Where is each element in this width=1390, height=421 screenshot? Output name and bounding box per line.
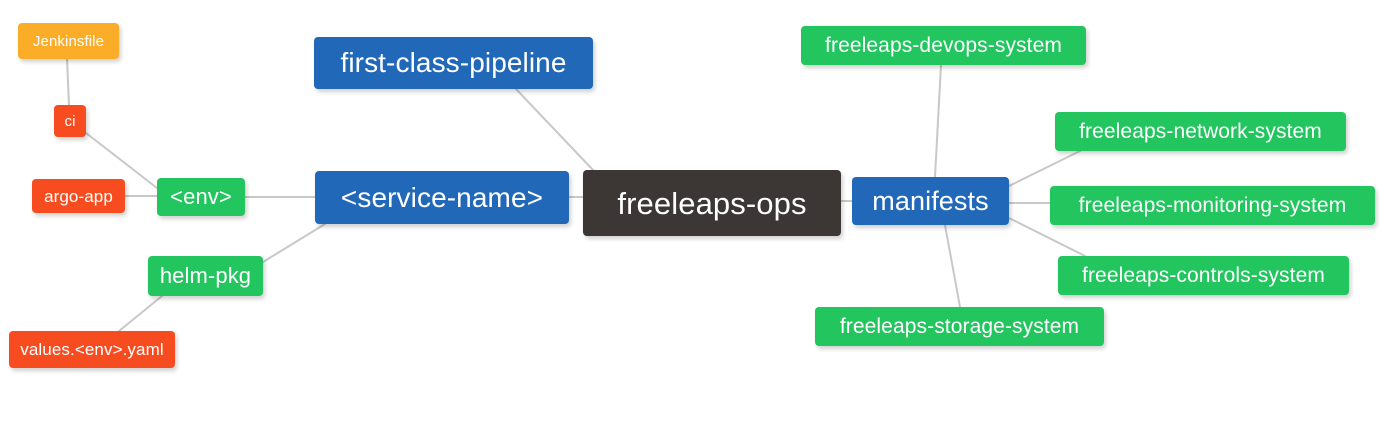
- node-label: Jenkinsfile: [32, 32, 105, 50]
- node-jenkinsfile[interactable]: Jenkinsfile: [18, 23, 119, 59]
- node-label: freeleaps-ops: [617, 185, 807, 221]
- node-freeleaps-storage-system[interactable]: freeleaps-storage-system: [815, 307, 1104, 346]
- edge-service-name-to-helm-pkg: [262, 223, 326, 263]
- edge-manifests-to-freeleaps-network-system: [1008, 150, 1081, 187]
- node-label: freeleaps-storage-system: [839, 315, 1080, 338]
- node-freeleaps-devops-system[interactable]: freeleaps-devops-system: [801, 26, 1086, 65]
- node-values-env-yaml[interactable]: values.<env>.yaml: [9, 331, 175, 368]
- node-freeleaps-monitoring-system[interactable]: freeleaps-monitoring-system: [1050, 186, 1375, 225]
- node-label: <env>: [170, 184, 232, 209]
- edge-freeleaps-ops-to-first-class-pipeline: [515, 88, 594, 171]
- node-ci[interactable]: ci: [54, 105, 86, 137]
- edge-helm-pkg-to-values-env-yaml: [118, 295, 163, 332]
- node-argo-app[interactable]: argo-app: [32, 179, 125, 213]
- node-service-name[interactable]: <service-name>: [315, 171, 569, 224]
- node-label: freeleaps-controls-system: [1082, 264, 1325, 287]
- node-label: values.<env>.yaml: [20, 340, 164, 359]
- node-manifests[interactable]: manifests: [852, 177, 1009, 225]
- node-env[interactable]: <env>: [157, 178, 245, 216]
- node-helm-pkg[interactable]: helm-pkg: [148, 256, 263, 296]
- node-label: argo-app: [44, 186, 113, 206]
- node-freeleaps-ops[interactable]: freeleaps-ops: [583, 170, 841, 236]
- node-label: ci: [64, 112, 76, 130]
- node-label: <service-name>: [340, 181, 544, 213]
- edge-manifests-to-freeleaps-devops-system: [934, 64, 942, 178]
- edge-manifests-to-freeleaps-storage-system: [944, 224, 961, 308]
- node-label: first-class-pipeline: [340, 47, 567, 78]
- node-label: freeleaps-network-system: [1079, 120, 1322, 143]
- node-label: helm-pkg: [159, 263, 252, 288]
- node-freeleaps-controls-system[interactable]: freeleaps-controls-system: [1058, 256, 1349, 295]
- node-freeleaps-network-system[interactable]: freeleaps-network-system: [1055, 112, 1346, 151]
- node-label: freeleaps-devops-system: [825, 34, 1062, 57]
- edge-ci-to-jenkinsfile: [66, 58, 70, 106]
- node-label: freeleaps-monitoring-system: [1078, 194, 1347, 217]
- node-label: manifests: [872, 185, 989, 216]
- node-first-class-pipeline[interactable]: first-class-pipeline: [314, 37, 593, 89]
